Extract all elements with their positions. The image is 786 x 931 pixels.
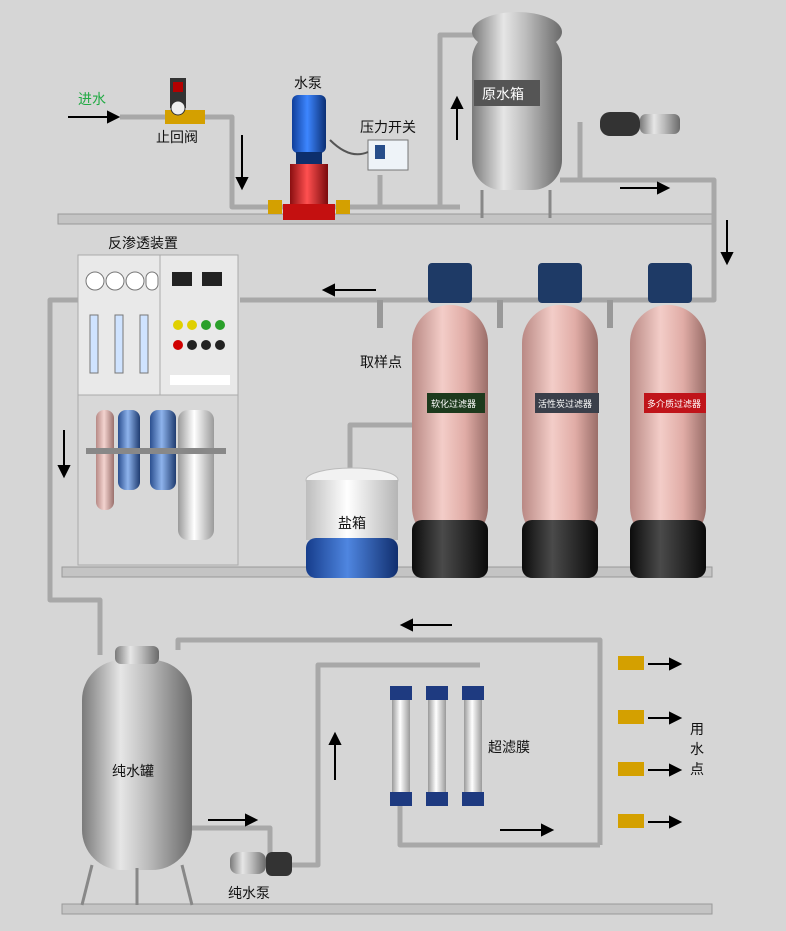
multimedia-filter — [630, 263, 706, 578]
pressure-switch — [329, 139, 409, 171]
text-labels: 进水 止回阀 水泵 压力开关 原水箱 反渗透装置 取样点 软化过滤器 活性炭过滤… — [78, 76, 704, 902]
pressure-switch-label: 压力开关 — [360, 120, 416, 136]
use-point-label-3: 点 — [690, 762, 704, 778]
flow-arrows — [57, 95, 734, 837]
outlet-valves — [618, 656, 644, 828]
pure-tank-label: 纯水罐 — [112, 764, 154, 780]
sampling-taps — [377, 300, 613, 328]
use-point-label-1: 用 — [690, 722, 704, 738]
sampling-point-label: 取样点 — [360, 355, 402, 371]
pure-water-tank — [80, 646, 194, 906]
raw-tank-label: 原水箱 — [482, 87, 524, 103]
water-pump — [268, 95, 350, 220]
ro-unit — [77, 254, 239, 566]
raw-water-tank — [472, 12, 562, 218]
ro-unit-label: 反渗透装置 — [108, 236, 178, 252]
multimedia-filter-label: 多介质过滤器 — [647, 398, 701, 410]
use-point-label-2: 水 — [690, 742, 704, 758]
softener-filter — [412, 263, 488, 578]
check-valve-label: 止回阀 — [156, 130, 198, 146]
pure-pump-label: 纯水泵 — [228, 886, 270, 902]
carbon-filter-label: 活性炭过滤器 — [538, 398, 592, 410]
uf-membranes — [390, 686, 484, 806]
inlet-label: 进水 — [78, 92, 106, 108]
water-pump-label: 水泵 — [294, 76, 322, 92]
salt-tank-label: 盐箱 — [338, 516, 366, 532]
ultrafiltration-label: 超滤膜 — [488, 740, 530, 756]
booster-pump — [600, 112, 680, 136]
carbon-filter — [522, 263, 599, 578]
salt-tank — [305, 467, 399, 578]
softener-filter-label: 软化过滤器 — [431, 398, 476, 410]
check-valve — [165, 78, 205, 124]
pure-water-pump — [230, 852, 292, 876]
